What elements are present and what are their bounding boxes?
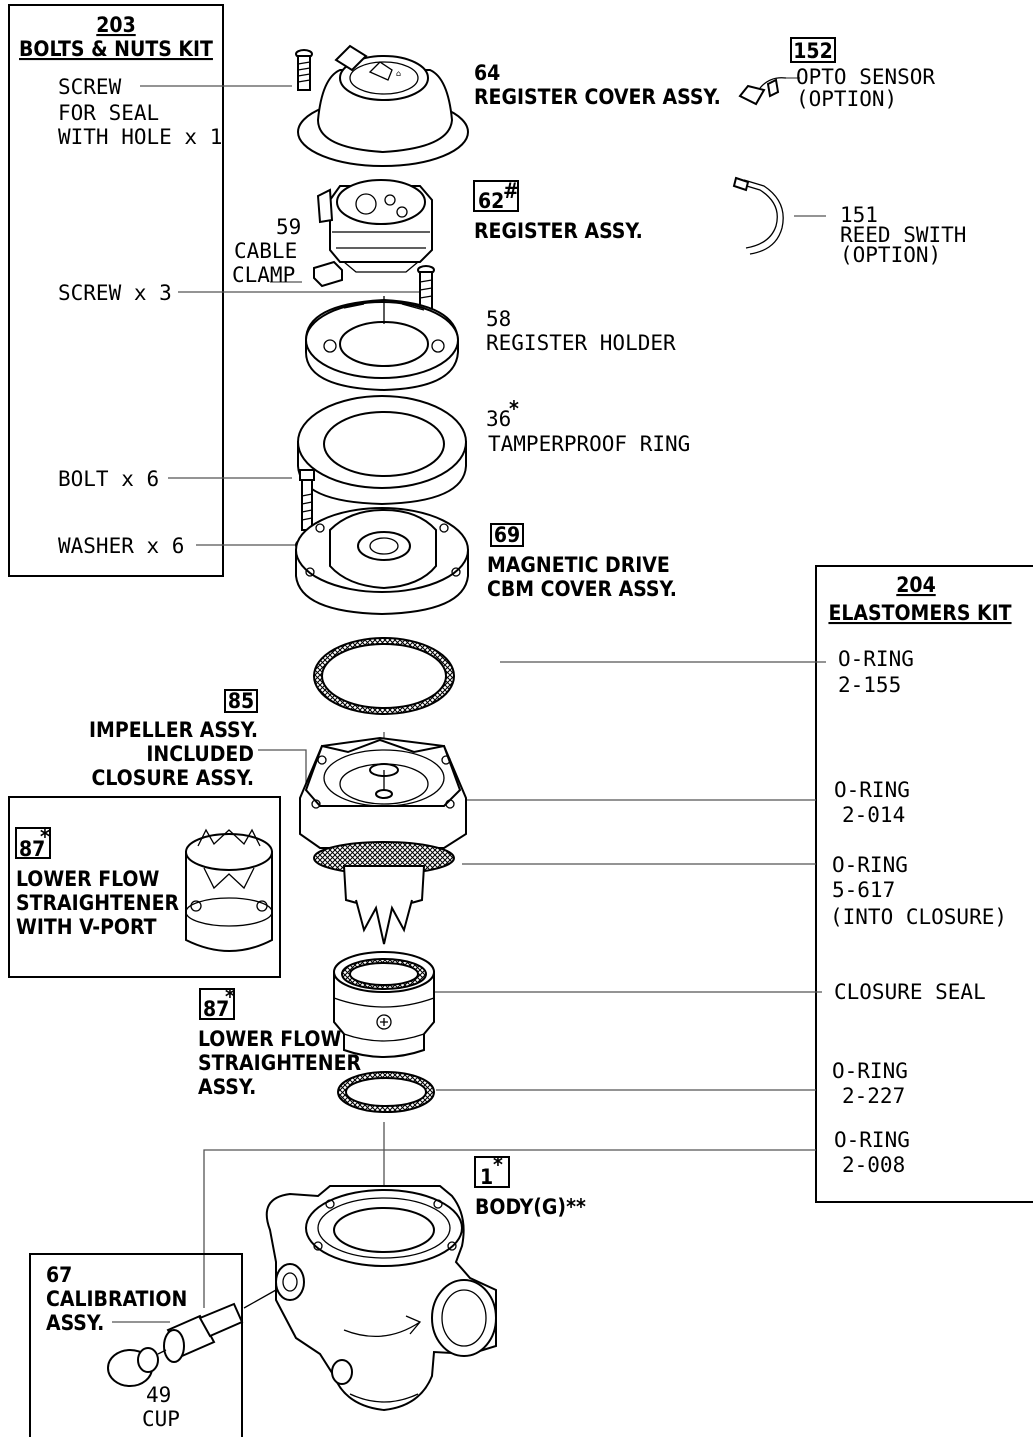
body-number: 1	[480, 1165, 493, 1189]
register-drawing	[316, 179, 433, 273]
opto-sensor-line1: OPTO SENSOR	[796, 65, 935, 89]
register-cover-name: REGISTER COVER ASSY.	[474, 85, 721, 109]
register-cover-number: 64	[474, 61, 500, 85]
flow-straightener-line2: STRAIGHTENER	[198, 1051, 362, 1075]
register-number-box	[473, 180, 519, 212]
vport-number-box	[15, 827, 51, 859]
vport-number: 87	[19, 837, 45, 861]
elastomers-kit-number: 204	[896, 573, 935, 597]
body-mark: *	[493, 1153, 503, 1177]
oring-155-line2: 2-155	[838, 673, 901, 697]
oring-155-line1: O-RING	[838, 647, 914, 671]
washer-label: WASHER x 6	[58, 534, 184, 558]
impeller-line3: CLOSURE ASSY.	[92, 766, 254, 790]
vport-line3: WITH V-PORT	[16, 915, 157, 939]
bolts-kit-box	[8, 4, 224, 577]
screw-seal-line2: FOR SEAL	[58, 101, 159, 125]
cable-clamp-line2: CLAMP	[232, 263, 295, 287]
impeller-number-box	[224, 689, 258, 713]
seal-screw-drawing	[295, 49, 313, 91]
elastomers-kit-title: ELASTOMERS KIT	[828, 601, 1011, 625]
vport-line1: LOWER FLOW	[16, 867, 159, 891]
register-screw-drawing	[417, 265, 435, 311]
calibration-assembly-drawing	[107, 1289, 277, 1387]
magnetic-drive-number: 69	[494, 523, 520, 547]
flow-straightener-mark: *	[225, 985, 235, 1009]
register-mark: #	[503, 179, 519, 203]
cup-name: CUP	[142, 1407, 180, 1431]
register-holder-number: 58	[486, 307, 511, 331]
register-number: 62	[478, 189, 504, 213]
reed-switch-line1: REED SWITH	[840, 223, 966, 247]
flow-straightener-number-box	[199, 988, 235, 1020]
vport-inset-box	[8, 796, 281, 978]
flow-straightener-line1: LOWER FLOW	[198, 1027, 341, 1051]
opto-sensor-line2: (OPTION)	[796, 87, 897, 111]
flow-straightener-number: 87	[203, 997, 229, 1021]
vport-mark: *	[40, 825, 50, 849]
vport-straightener-drawing	[185, 828, 273, 952]
oring-617-line2: 5-617	[832, 878, 895, 902]
tamperproof-ring-name: TAMPERPROOF RING	[488, 432, 690, 456]
magnetic-drive-line2: CBM COVER ASSY.	[487, 577, 677, 601]
register-cover-logo: ⌂	[396, 69, 401, 78]
oring-617-line3: (INTO CLOSURE)	[830, 905, 1007, 929]
oring-155-drawing	[313, 637, 455, 715]
meter-body-drawing	[265, 1185, 497, 1412]
opto-sensor-number: 152	[793, 39, 832, 63]
oring-008-line1: O-RING	[834, 1128, 910, 1152]
reed-switch-line2: (OPTION)	[840, 243, 941, 267]
register-holder-name: REGISTER HOLDER	[486, 331, 676, 355]
bolts-kit-title: BOLTS & NUTS KIT	[19, 37, 213, 61]
body-name: BODY(G)**	[475, 1195, 586, 1219]
oring-617-line1: O-RING	[832, 853, 908, 877]
oring-227-line2: 2-227	[842, 1084, 905, 1108]
magnetic-drive-line1: MAGNETIC DRIVE	[487, 553, 670, 577]
calibration-line1: CALIBRATION	[46, 1287, 187, 1311]
opto-sensor-drawing	[738, 77, 787, 106]
screw-seal-line1: SCREW	[58, 75, 122, 99]
elastomers-kit-box	[815, 565, 1033, 1203]
calibration-number: 67	[46, 1263, 72, 1287]
screw-seal-line3: WITH HOLE x 1	[58, 125, 222, 149]
impeller-line2: INCLUDED	[146, 742, 254, 766]
cable-clamp-number: 59	[276, 215, 301, 239]
tamperproof-ring-drawing	[297, 395, 467, 506]
calibration-line2: ASSY.	[46, 1311, 104, 1335]
reed-switch-drawing	[732, 176, 784, 255]
body-number-box	[474, 1156, 510, 1188]
calibration-inset-box	[29, 1253, 243, 1437]
cup-number: 49	[146, 1383, 171, 1407]
magnetic-drive-number-box	[490, 523, 524, 547]
cable-clamp-drawing	[313, 260, 343, 288]
leader-lines	[140, 77, 826, 1308]
oring-014-line1: O-RING	[834, 778, 910, 802]
register-cover-drawing: ⌂	[297, 44, 469, 167]
oring-227-line1: O-RING	[832, 1059, 908, 1083]
oring-008-line2: 2-008	[842, 1153, 905, 1177]
bolt-label: BOLT x 6	[58, 467, 159, 491]
register-name: REGISTER ASSY.	[474, 219, 643, 243]
oring-227-drawing	[337, 1071, 435, 1113]
flow-straightener-drawing	[333, 951, 435, 1058]
reed-switch-number: 151	[840, 203, 878, 227]
tamperproof-ring-number: 36	[486, 407, 511, 431]
register-holder-drawing	[305, 296, 459, 392]
impeller-drawing	[299, 736, 467, 945]
impeller-number: 85	[228, 689, 254, 713]
vport-line2: STRAIGHTENER	[16, 891, 180, 915]
flow-straightener-line3: ASSY.	[198, 1075, 256, 1099]
opto-sensor-number-box	[790, 37, 836, 63]
tamperproof-ring-mark: *	[509, 397, 519, 421]
cable-clamp-line1: CABLE	[234, 239, 297, 263]
impeller-line1: IMPELLER ASSY.	[89, 718, 258, 742]
screw-label: SCREW x 3	[58, 281, 172, 305]
bolts-kit-number: 203	[96, 13, 135, 37]
magnetic-drive-drawing	[295, 507, 469, 616]
closure-seal-label: CLOSURE SEAL	[834, 980, 986, 1004]
oring-014-line2: 2-014	[842, 803, 905, 827]
